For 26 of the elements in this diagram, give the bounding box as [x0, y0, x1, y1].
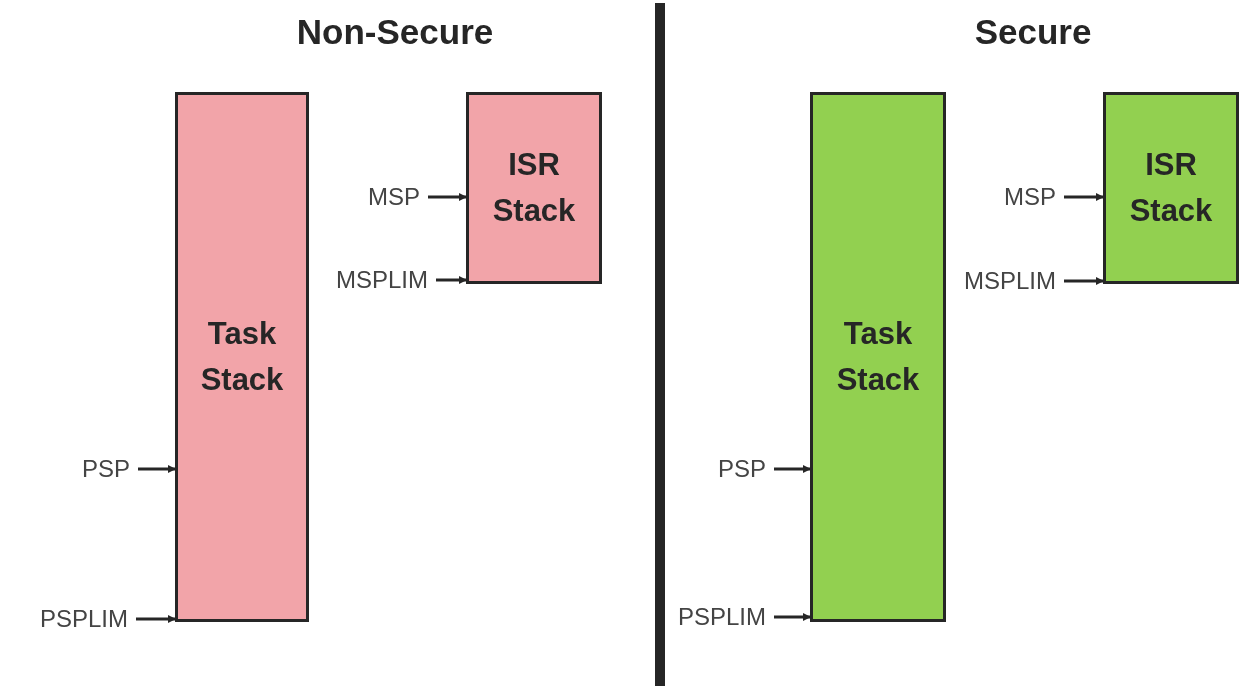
pointer-label: MSP — [328, 182, 428, 212]
arrow — [138, 465, 176, 473]
section-heading: Non-Secure — [296, 12, 494, 52]
arrow — [136, 615, 176, 623]
arrow — [1064, 277, 1104, 285]
pointer-label: PSP — [38, 454, 138, 484]
stack-block — [466, 92, 602, 284]
stack-label: Task Stack — [835, 314, 921, 399]
section-heading: Secure — [974, 12, 1092, 52]
arrow — [1064, 193, 1104, 201]
pointer-label: MSP — [964, 182, 1064, 212]
pointer-label: MSPLIM — [306, 265, 436, 295]
stack-label: ISR Stack — [1128, 145, 1214, 230]
arrow — [774, 465, 811, 473]
pointer-label: PSPLIM — [6, 604, 136, 634]
stack-block — [1103, 92, 1239, 284]
arrow — [436, 276, 467, 284]
arrow — [774, 613, 811, 621]
pointer-label: PSPLIM — [644, 602, 774, 632]
arrow — [428, 193, 467, 201]
stack-label: ISR Stack — [491, 145, 577, 230]
stack-block — [810, 92, 946, 622]
stack-block — [175, 92, 309, 622]
stack-label: Task Stack — [199, 314, 285, 399]
pointer-label: MSPLIM — [934, 266, 1064, 296]
pointer-label: PSP — [674, 454, 774, 484]
